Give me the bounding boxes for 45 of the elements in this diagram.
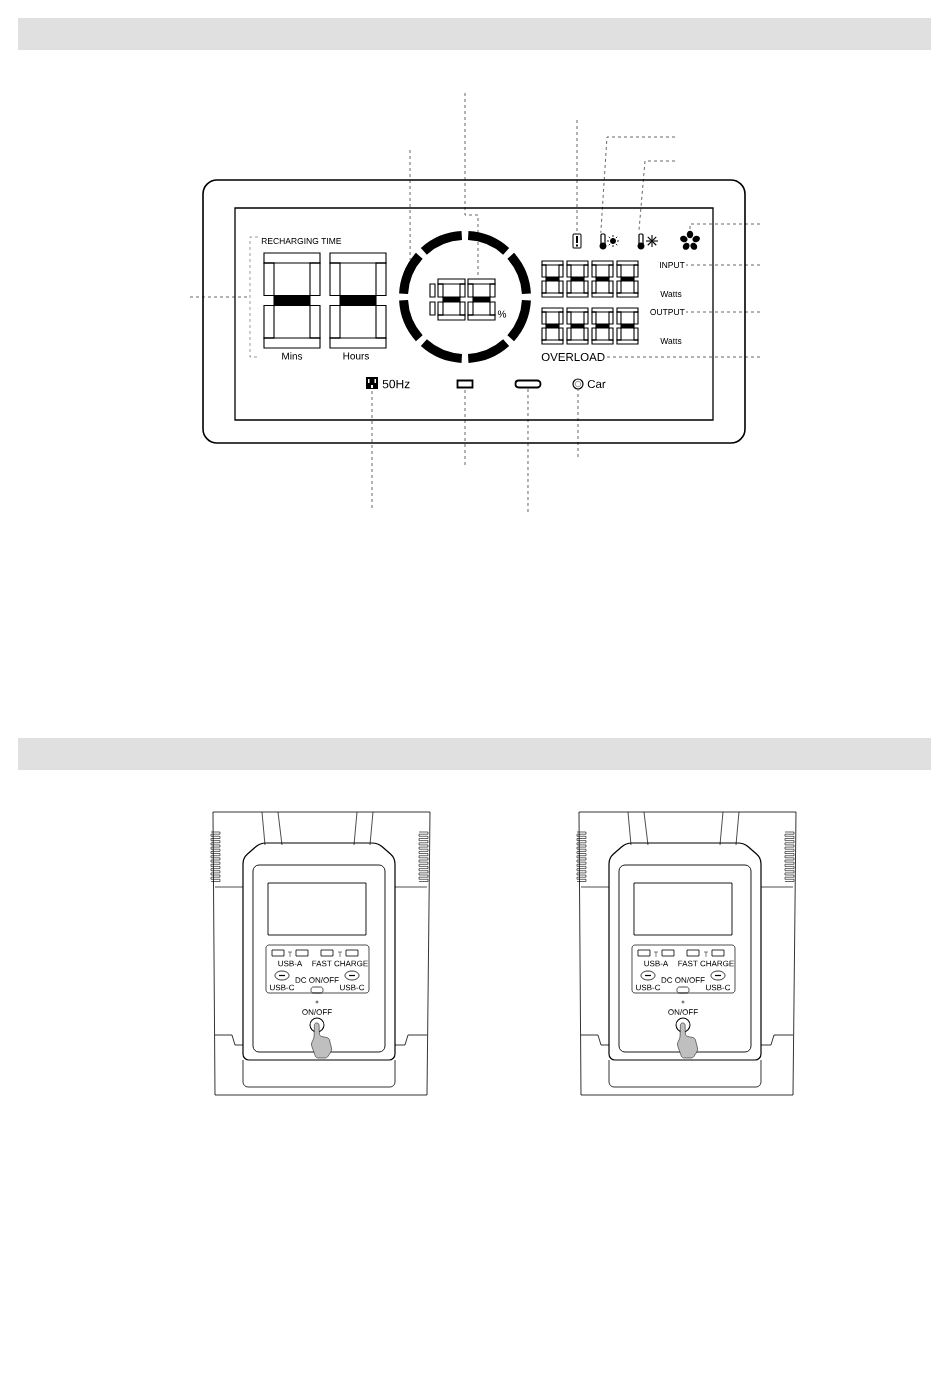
frequency-label: 50Hz bbox=[382, 379, 410, 389]
leader-line bbox=[577, 389, 579, 458]
leader-line bbox=[409, 149, 411, 261]
port-label: USB-C bbox=[706, 984, 731, 991]
port-label: USB-C bbox=[270, 984, 295, 991]
usb-a-icon bbox=[456, 379, 474, 389]
leader-line bbox=[606, 356, 761, 358]
node-label: Mins bbox=[282, 352, 303, 360]
outlet-icon bbox=[366, 377, 378, 389]
leader-line bbox=[527, 388, 529, 513]
time-readout: RECHARGING TIME Mins Hours bbox=[249, 236, 387, 360]
car-port-icon bbox=[572, 378, 584, 390]
warning-icon bbox=[572, 233, 582, 249]
button-label: ON/OFF bbox=[668, 1009, 698, 1015]
leader-line bbox=[371, 388, 373, 509]
car-label: Car bbox=[587, 379, 606, 389]
percent-readout: % bbox=[429, 278, 507, 321]
button-label: DC ON/OFF bbox=[295, 977, 339, 983]
leader-line bbox=[600, 136, 676, 234]
battery-ring bbox=[399, 231, 531, 363]
port-label: USB-A bbox=[278, 960, 303, 967]
port-label: USB-A bbox=[644, 960, 669, 967]
overload-label: OVERLOAD bbox=[541, 352, 605, 362]
port-label: USB-C bbox=[636, 984, 661, 991]
unit-label: Watts bbox=[660, 338, 682, 344]
high-temperature-icon bbox=[599, 233, 620, 250]
button-label: DC ON/OFF bbox=[661, 977, 705, 983]
port-label: USB-C bbox=[340, 984, 365, 991]
node-label: Hours bbox=[343, 352, 369, 360]
fan-icon bbox=[680, 230, 700, 250]
low-temperature-icon bbox=[637, 233, 659, 250]
port-label: FAST CHARGE bbox=[312, 960, 368, 967]
usb-c-icon bbox=[514, 379, 542, 389]
node-label: % bbox=[497, 310, 507, 318]
input-label: INPUT bbox=[660, 262, 685, 268]
unit-label: Watts bbox=[660, 291, 682, 297]
leader-line bbox=[638, 160, 676, 234]
leader-line bbox=[685, 311, 761, 313]
leader-line bbox=[576, 119, 578, 234]
leader-line bbox=[464, 388, 466, 466]
button-label: ON/OFF bbox=[302, 1009, 332, 1015]
output-label: OUTPUT bbox=[650, 309, 685, 315]
port-label: FAST CHARGE bbox=[678, 960, 734, 967]
node-label: RECHARGING TIME bbox=[261, 238, 342, 245]
leader-line bbox=[685, 264, 761, 266]
